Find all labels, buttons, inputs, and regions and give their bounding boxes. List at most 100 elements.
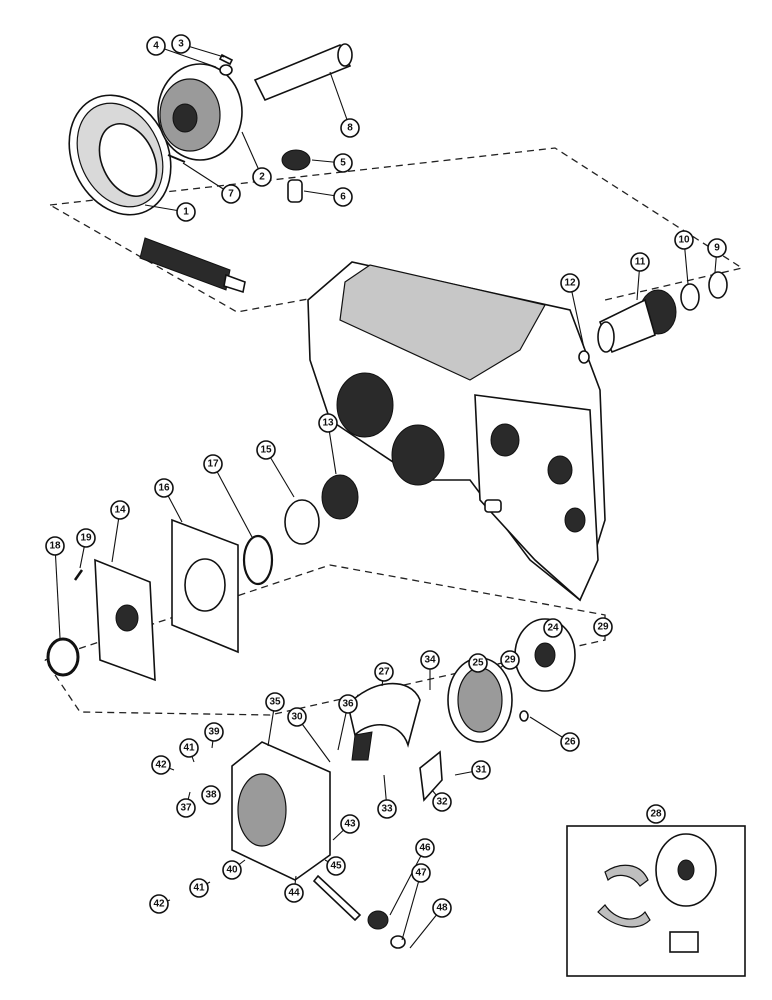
leader-line — [155, 45, 217, 68]
callout-circle — [340, 814, 360, 834]
callout-number: 46 — [419, 843, 431, 854]
callout-circle — [593, 617, 613, 637]
callout-number: 31 — [475, 765, 487, 776]
callout-number: 25 — [472, 658, 484, 669]
callout-circle — [149, 894, 169, 914]
cross-shaft — [253, 43, 353, 102]
bearing-cone — [321, 474, 359, 520]
callout-number: 18 — [49, 541, 61, 552]
callout-circle — [256, 440, 276, 460]
callout-number: 15 — [260, 445, 272, 456]
lock-nut — [390, 935, 406, 949]
callout-circle — [151, 755, 171, 775]
callout-6: 6 — [303, 187, 353, 207]
callout-38: 38 — [201, 785, 221, 805]
callout-44: 44 — [284, 875, 304, 903]
callout-number: 5 — [340, 158, 346, 169]
callout-circle — [252, 167, 272, 187]
callout-16: 16 — [154, 478, 183, 523]
callout-12: 12 — [560, 273, 585, 349]
callout-number: 42 — [153, 899, 165, 910]
callout-34: 34 — [420, 650, 440, 690]
callout-14: 14 — [110, 500, 130, 563]
callout-number: 42 — [155, 760, 167, 771]
callout-number: 37 — [180, 803, 192, 814]
callout-number: 9 — [714, 243, 720, 254]
callout-number: 10 — [678, 235, 690, 246]
steel-ball — [578, 350, 590, 364]
callout-26: 26 — [529, 716, 580, 752]
callout-number: 41 — [183, 743, 195, 754]
callout-circle — [338, 694, 358, 714]
callout-37: 37 — [176, 791, 196, 818]
callout-circle — [471, 760, 491, 780]
callout-circle — [630, 252, 650, 272]
leader-line — [329, 71, 351, 129]
lower-group-outline — [44, 564, 606, 716]
callout-number: 19 — [80, 533, 92, 544]
callout-number: 44 — [288, 888, 300, 899]
callout-circle — [265, 692, 285, 712]
thrust-washer-inner — [680, 283, 700, 311]
callout-circle — [374, 662, 394, 682]
oil-seal — [46, 637, 80, 677]
brake-hub — [514, 618, 576, 692]
callout-number: 12 — [564, 278, 576, 289]
callout-circle — [76, 528, 96, 548]
callout-46: 46 — [389, 838, 435, 916]
callout-13: 13 — [318, 413, 338, 475]
callout-7: 7 — [182, 162, 241, 204]
callout-circle — [318, 413, 338, 433]
callout-4: 4 — [146, 36, 217, 68]
callout-31: 31 — [454, 760, 491, 780]
callout-circle — [543, 618, 563, 638]
callout-number: 28 — [650, 809, 662, 820]
bearing-cup — [284, 499, 320, 545]
callout-circle — [707, 238, 727, 258]
callout-number: 17 — [207, 459, 219, 470]
callout-number: 16 — [158, 483, 170, 494]
callout-48: 48 — [409, 898, 452, 949]
callout-39: 39 — [204, 722, 224, 749]
callout-25: 25 — [468, 653, 488, 673]
callout-number: 33 — [381, 804, 393, 815]
callout-number: 4 — [153, 41, 159, 52]
callout-circle — [171, 34, 191, 54]
callout-circle — [560, 732, 580, 752]
adjuster-linkage — [419, 750, 443, 802]
callout-circle — [377, 799, 397, 819]
callout-circle — [221, 184, 241, 204]
callout-circle — [420, 650, 440, 670]
callout-36: 36 — [337, 694, 358, 751]
callout-number: 7 — [228, 189, 234, 200]
callout-circle — [411, 863, 431, 883]
gasket-hole — [184, 558, 226, 612]
brake-kit-inset — [566, 825, 746, 977]
callout-number: 39 — [208, 727, 220, 738]
thrust-washer-outer — [708, 271, 728, 299]
callout-circle — [201, 785, 221, 805]
callout-circle — [146, 36, 166, 56]
callout-41: 41 — [179, 738, 199, 763]
leader-line — [212, 463, 253, 538]
callout-number: 29 — [597, 622, 609, 633]
callout-42: 42 — [149, 894, 171, 914]
callout-number: 1 — [183, 207, 189, 218]
leader-line — [54, 545, 61, 639]
ring-gear — [68, 94, 172, 216]
callout-8: 8 — [329, 71, 360, 138]
callout-circle — [284, 883, 304, 903]
callout-circle — [204, 722, 224, 742]
callout-circle — [110, 500, 130, 520]
callout-3: 3 — [171, 34, 225, 58]
callout-circle — [560, 273, 580, 293]
callout-number: 30 — [291, 712, 303, 723]
callout-number: 13 — [322, 418, 334, 429]
callout-45: 45 — [324, 856, 346, 876]
callout-circle — [154, 478, 174, 498]
callout-24: 24 — [543, 618, 563, 638]
callout-circle — [203, 454, 223, 474]
callout-number: 47 — [415, 868, 427, 879]
pinion-pin — [287, 179, 303, 203]
